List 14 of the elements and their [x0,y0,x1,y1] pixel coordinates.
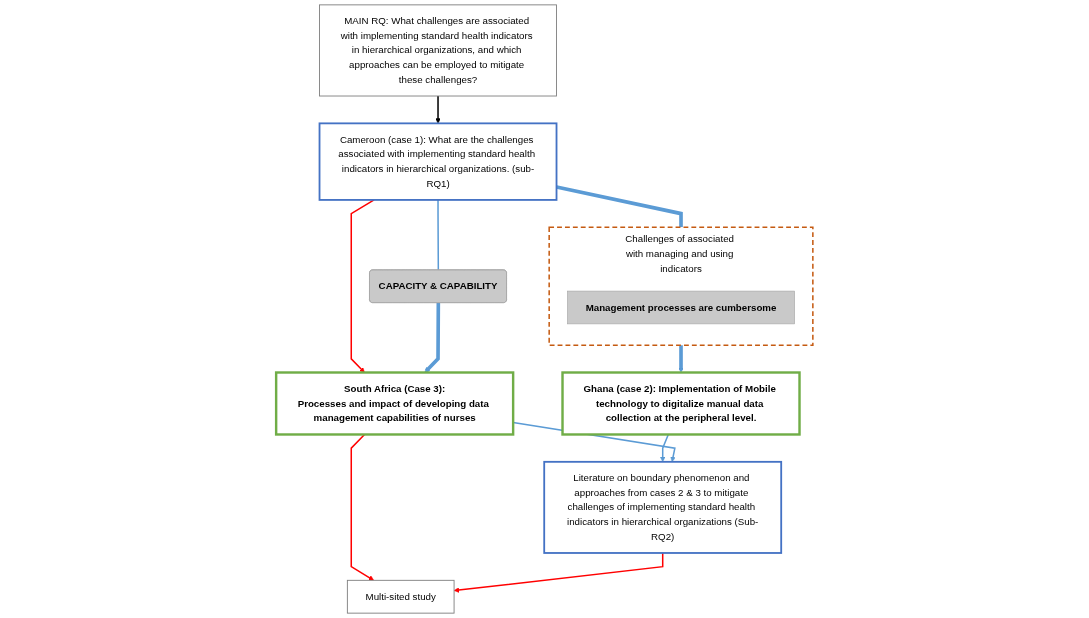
node-box: Ghana (case 2): Implementation of Mobile technology to digitalize manual data collection at the peripheral level. [561,371,801,436]
node-box: South Africa (Case 3): Processes and impact of developing data management capabilities of nurses [274,371,515,436]
node-box: Management processes are cumbersome [567,290,795,325]
node-box: Multi-sited study [346,579,455,614]
connector [437,199,440,271]
node-box: Literature on boundary phenomenon and approaches from cases 2 & 3 to mitigate challenges of implementing standard health indicators in hierarchical organizations (Sub-RQ2) [543,460,783,554]
node-box: MAIN RQ: What challenges are associated with implementing standard health indicators in hierarchical organizations, and which approaches can be employed to mitigate these challenges? [319,4,557,97]
node-box: Cameroon (case 1): What are the challenges associated with implementing standard health indicators in hierarchical organizations. (sub-RQ1) [318,122,558,201]
connector [556,185,683,228]
arrow [453,552,664,593]
arrow [424,302,441,373]
arrow [678,345,684,373]
arrow [435,95,441,124]
arrow [350,199,375,373]
